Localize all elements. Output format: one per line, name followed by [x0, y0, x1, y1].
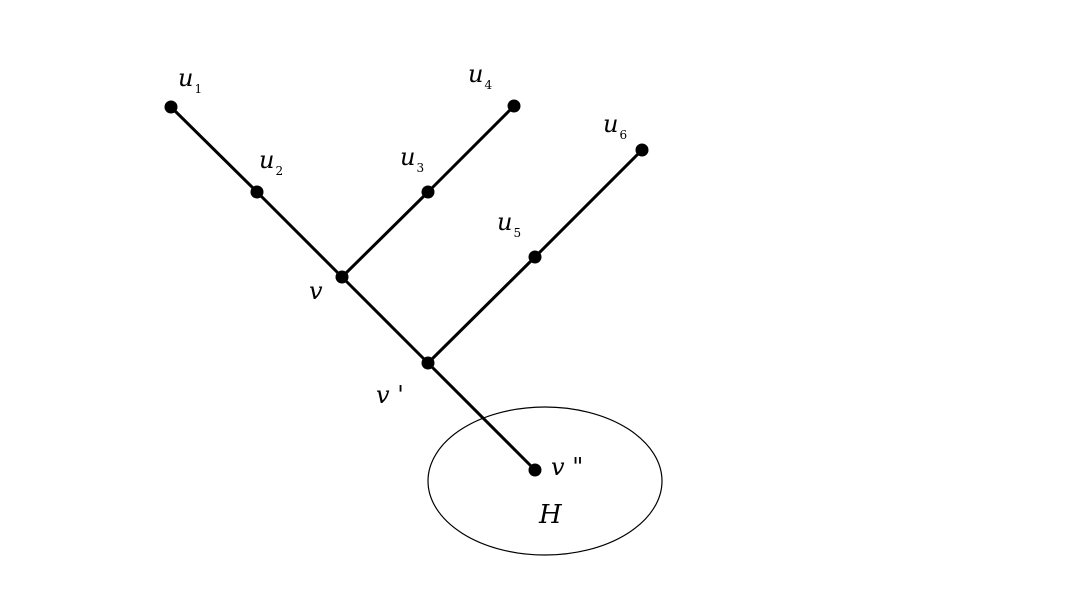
edge-u2-v — [255, 190, 344, 279]
edges — [169, 104, 644, 472]
label-u4: u4 — [468, 60, 492, 92]
label-region-h: H — [538, 500, 563, 530]
node-u2 — [250, 185, 264, 199]
edge-v-u3 — [340, 190, 430, 279]
label-v: v — [309, 277, 323, 305]
node-u5 — [528, 250, 542, 264]
label-u6: u6 — [603, 110, 627, 142]
edge-u5-u6 — [533, 148, 644, 259]
node-v — [335, 270, 349, 284]
edge-vp-u5 — [426, 255, 537, 365]
node-vp — [421, 356, 435, 370]
node-u6 — [635, 143, 649, 157]
label-v-double-prime: v " — [551, 453, 583, 481]
label-u3: u3 — [400, 143, 424, 175]
node-u1 — [164, 100, 178, 114]
label-u1: u1 — [178, 64, 202, 96]
edge-u3-u4 — [426, 104, 516, 194]
node-u4 — [507, 99, 521, 113]
label-v-prime: v ' — [376, 381, 404, 409]
nodes — [164, 99, 649, 477]
label-u2: u2 — [259, 146, 283, 178]
node-u3 — [421, 185, 435, 199]
edge-u1-u2 — [169, 105, 259, 194]
edge-vp-vpp — [426, 361, 537, 472]
label-u5: u5 — [497, 208, 521, 240]
region-h-ellipse — [427, 406, 663, 556]
edge-v-vp — [340, 275, 430, 365]
node-vpp — [528, 463, 542, 477]
